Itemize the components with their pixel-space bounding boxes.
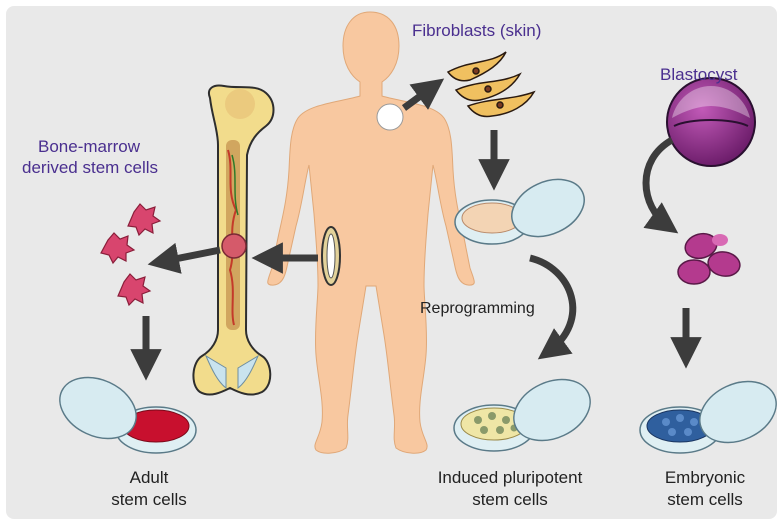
fibroblasts-label: Fibroblasts (skin) xyxy=(412,20,541,41)
embryonic-cells-icon xyxy=(678,230,742,284)
blastocyst-label: Blastocyst xyxy=(660,64,737,85)
skin-sample-site xyxy=(377,104,403,130)
adult-stem-cells-label-line1: Adult xyxy=(84,467,214,488)
ipsc-label-line1: Induced pluripotent xyxy=(410,467,610,488)
bone-marrow-label-line1: Bone-marrow xyxy=(38,136,140,157)
fibroblast-cells-icon xyxy=(448,52,534,117)
ipsc-label-line2: stem cells xyxy=(410,489,610,510)
blastocyst-icon xyxy=(667,78,755,166)
embryonic-label-line2: stem cells xyxy=(640,489,770,510)
reprogramming-label: Reprogramming xyxy=(420,298,535,319)
bone-marrow-label-line2: derived stem cells xyxy=(22,157,158,178)
femur-bone-icon xyxy=(193,86,273,395)
adult-stem-cells-label-line2: stem cells xyxy=(84,489,214,510)
marrow-stem-cells-icon xyxy=(101,204,160,305)
human-body-icon xyxy=(268,12,475,453)
embryonic-label-line1: Embryonic xyxy=(640,467,770,488)
